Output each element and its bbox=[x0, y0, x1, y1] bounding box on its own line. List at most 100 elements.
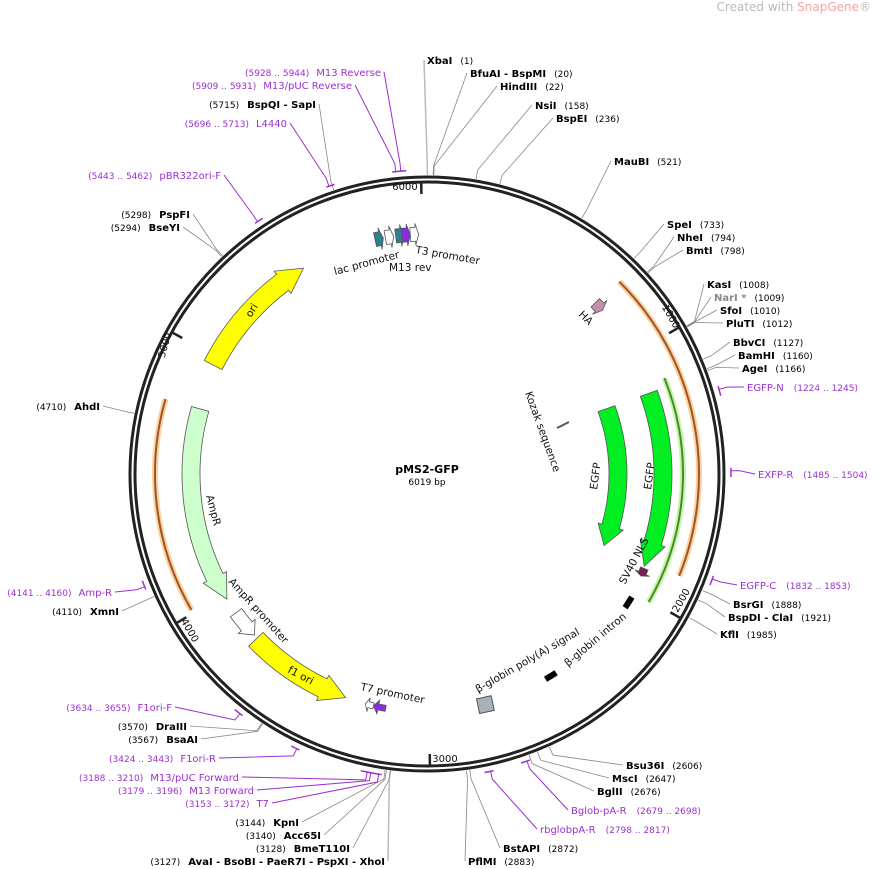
orf-arrow-left[interactable] bbox=[154, 398, 193, 611]
enzyme-site-label[interactable]: BsrGI(1888) bbox=[733, 600, 801, 611]
enzyme-site-label[interactable]: (3140)Acc65I bbox=[246, 831, 321, 842]
feature-label-ha[interactable]: HA bbox=[576, 309, 596, 329]
primer-bind-mark[interactable] bbox=[141, 580, 147, 590]
orf-arrow-right[interactable] bbox=[618, 280, 700, 577]
enzyme-site-line bbox=[352, 770, 391, 849]
enzyme-site-label[interactable]: BglII(2676) bbox=[597, 787, 661, 798]
primer-bind-mark[interactable] bbox=[520, 759, 531, 764]
enzyme-site-label[interactable]: NsiI(158) bbox=[535, 101, 589, 112]
t7-promoter-feature[interactable] bbox=[372, 698, 387, 716]
feature-label-egfp-outer[interactable]: EGFP bbox=[642, 462, 658, 491]
enzyme-site-label[interactable]: (4710)AhdI bbox=[36, 402, 100, 413]
enzyme-site-label[interactable]: AgeI(1166) bbox=[742, 364, 805, 375]
lac-region-feature[interactable] bbox=[409, 223, 420, 246]
primer-label[interactable]: EXFP-R(1485 .. 1504) bbox=[758, 470, 868, 481]
primer-bind-mark[interactable] bbox=[234, 708, 244, 717]
enzyme-site-label[interactable]: PflMI(2883) bbox=[468, 857, 534, 868]
primer-bind-mark[interactable] bbox=[709, 575, 715, 586]
primer-bind-mark[interactable] bbox=[372, 772, 382, 776]
enzyme-site-label[interactable]: (4110)XmnI bbox=[52, 607, 119, 618]
ha-feature[interactable] bbox=[590, 297, 608, 315]
primer-label[interactable]: Bglob-pA-R(2679 .. 2698) bbox=[571, 806, 701, 817]
lac-region-feature[interactable] bbox=[373, 227, 384, 250]
enzyme-position: (4710) bbox=[36, 403, 66, 413]
primer-bind-mark[interactable] bbox=[360, 769, 371, 774]
enzyme-site-label[interactable]: (3144)KpnI bbox=[235, 818, 299, 829]
primer-bind-mark[interactable] bbox=[326, 183, 335, 188]
enzyme-site-label[interactable]: NheI(794) bbox=[677, 233, 735, 244]
enzyme-site-label[interactable]: (5715)BspQI - SapI bbox=[209, 100, 316, 111]
enzyme-site-label[interactable]: BspEI(236) bbox=[556, 114, 620, 125]
primer-label[interactable]: (5696 .. 5713)L4440 bbox=[185, 119, 287, 130]
enzyme-site-label[interactable]: SfoI(1010) bbox=[720, 306, 780, 317]
enzyme-site-label[interactable]: (3127)AvaI - BsoBI - PaeR7I - PspXI - Xh… bbox=[150, 857, 385, 868]
feature-label-ampr-promoter[interactable]: AmpR promoter bbox=[226, 576, 291, 647]
enzyme-site-label[interactable]: KflI(1985) bbox=[720, 630, 777, 641]
primer-bind-mark[interactable] bbox=[290, 745, 300, 751]
lac-region-feature[interactable] bbox=[400, 223, 411, 246]
feature-label-kozak[interactable]: Kozak sequence bbox=[522, 390, 562, 474]
sv40-nls-feature[interactable] bbox=[634, 566, 650, 577]
enzyme-site-line bbox=[537, 751, 610, 779]
enzyme-site-label[interactable]: BbvCI(1127) bbox=[733, 338, 803, 349]
enzyme-site-label[interactable]: BstAPI(2872) bbox=[503, 844, 578, 855]
site-lines-layer bbox=[102, 59, 756, 862]
primer-range: (1832 .. 1853) bbox=[786, 582, 850, 592]
f1-ori-feature[interactable] bbox=[248, 631, 347, 701]
enzyme-site-label[interactable]: BfuAI - BspMI(20) bbox=[470, 69, 573, 80]
egfp-outer-feature[interactable] bbox=[639, 389, 673, 568]
enzyme-site-label[interactable]: Bsu36I(2606) bbox=[626, 761, 702, 772]
primer-label[interactable]: (3424 .. 3443)F1ori-R bbox=[109, 754, 216, 765]
enzyme-position: (1985) bbox=[747, 631, 777, 641]
primer-label[interactable]: (3188 .. 3210)M13/pUC Forward bbox=[79, 773, 239, 784]
orf-arrow-green[interactable] bbox=[647, 377, 684, 603]
enzyme-site-label[interactable]: (3570)DraIII bbox=[118, 722, 187, 733]
ori-feature[interactable] bbox=[203, 267, 305, 371]
primer-label[interactable]: (5909 .. 5931)M13/pUC Reverse bbox=[192, 81, 352, 92]
enzyme-site-label[interactable]: BamHI(1160) bbox=[738, 351, 813, 362]
enzyme-site-label[interactable]: (3128)BmeT110I bbox=[256, 844, 350, 855]
enzyme-site-label[interactable]: PluTI(1012) bbox=[726, 319, 792, 330]
primer-label[interactable]: (3634 .. 3655)F1ori-F bbox=[66, 703, 172, 714]
primer-label[interactable]: EGFP-N(1224 .. 1245) bbox=[747, 383, 858, 394]
primer-bind-mark[interactable] bbox=[398, 169, 407, 173]
plasmid-size: 6019 bp bbox=[408, 478, 445, 488]
enzyme-site-label[interactable]: KasI(1008) bbox=[707, 280, 769, 291]
bglobin-polya-feature[interactable] bbox=[543, 670, 558, 682]
primer-label[interactable]: (3179 .. 3196)M13 Forward bbox=[118, 786, 254, 797]
enzyme-site-label[interactable]: (5298)PspFI bbox=[121, 210, 190, 221]
primer-bind-mark[interactable] bbox=[484, 769, 494, 774]
enzyme-site-label[interactable]: MauBI(521) bbox=[614, 157, 681, 168]
grey-feature-box[interactable] bbox=[475, 695, 495, 715]
feature-label-ampr[interactable]: AmpR bbox=[203, 494, 223, 527]
enzyme-site-line bbox=[318, 103, 335, 191]
ampr-promoter-feature[interactable] bbox=[229, 608, 256, 636]
enzyme-site-label[interactable]: (5294)BseYI bbox=[111, 223, 180, 234]
egfp-inner-feature[interactable] bbox=[597, 405, 628, 547]
lac-region-feature[interactable] bbox=[383, 225, 395, 248]
enzyme-site-label[interactable]: SpeI(733) bbox=[667, 220, 724, 231]
primer-label[interactable]: (5928 .. 5944)M13 Reverse bbox=[245, 68, 381, 79]
enzyme-site-label[interactable]: (3567)BsaAI bbox=[128, 735, 198, 746]
primer-label[interactable]: rbglobpA-R(2798 .. 2817) bbox=[540, 825, 670, 836]
enzyme-site-label[interactable]: XbaI(1) bbox=[427, 56, 473, 67]
enzyme-site-line bbox=[686, 283, 705, 327]
primer-range: (1485 .. 1504) bbox=[803, 471, 867, 481]
t7-extra-feature[interactable] bbox=[364, 697, 375, 712]
kozak-feature[interactable] bbox=[556, 421, 570, 429]
primer-label[interactable]: (3153 .. 3172)T7 bbox=[185, 799, 269, 810]
primer-bind-mark[interactable] bbox=[717, 385, 722, 396]
enzyme-site-label[interactable]: NarI *(1009) bbox=[714, 293, 784, 304]
enzyme-site-label[interactable]: MscI(2647) bbox=[612, 774, 676, 785]
primer-label[interactable]: EGFP-C(1832 .. 1853) bbox=[740, 581, 851, 592]
bglobin-intron-feature[interactable] bbox=[622, 595, 635, 610]
enzyme-site-label[interactable]: BspDI - ClaI(1921) bbox=[728, 613, 831, 624]
feature-label-egfp-inner[interactable]: EGFP bbox=[588, 462, 604, 491]
ampr-feature[interactable] bbox=[181, 405, 228, 600]
feature-label-m13-rev[interactable]: M13 rev bbox=[389, 262, 432, 274]
enzyme-site-label[interactable]: BmtI(798) bbox=[686, 246, 745, 257]
enzyme-site-label[interactable]: HindIII(22) bbox=[500, 82, 564, 93]
primer-label[interactable]: (4141 .. 4160)Amp-R bbox=[7, 588, 112, 599]
primer-label[interactable]: (5443 .. 5462)pBR322ori-F bbox=[88, 171, 221, 182]
primer-bind-mark[interactable] bbox=[254, 217, 264, 224]
